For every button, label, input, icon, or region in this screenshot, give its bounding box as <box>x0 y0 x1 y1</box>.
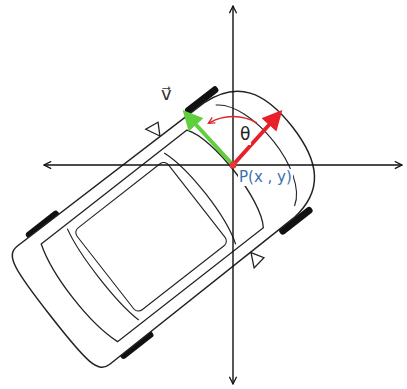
roof-outline <box>73 160 228 313</box>
cabin-outline <box>35 123 273 347</box>
car-body <box>0 57 346 385</box>
heading-vector <box>233 116 277 165</box>
side-mirror <box>146 121 166 141</box>
side-mirror <box>246 248 266 268</box>
angle-arc <box>209 117 257 123</box>
point-label: P(x , y) <box>238 169 293 186</box>
vector-label: v⃗ <box>160 84 173 105</box>
angle-label: θ <box>239 125 251 145</box>
velocity-vector <box>188 116 233 165</box>
car-outline <box>4 67 338 374</box>
point-marker <box>230 162 237 169</box>
x-axis <box>44 164 402 165</box>
y-axis <box>232 6 233 384</box>
rear-window-line <box>63 229 139 324</box>
